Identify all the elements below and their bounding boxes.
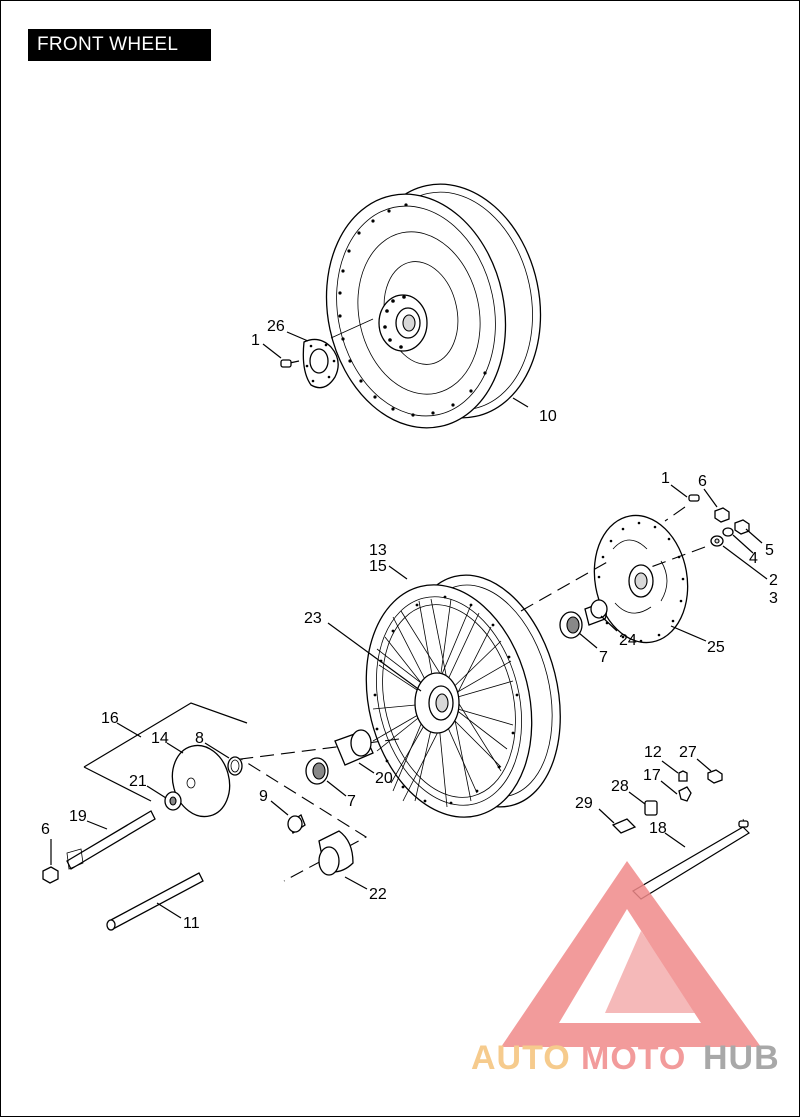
disc-wheel <box>325 183 542 429</box>
watermark-hub: HUB <box>703 1039 780 1077</box>
callout-23: 23 <box>304 610 322 627</box>
callout-10: 10 <box>539 408 557 425</box>
page-title: FRONT WHEEL <box>28 29 211 61</box>
callout-27: 27 <box>679 744 697 761</box>
watermark-moto: MOTO <box>581 1039 686 1077</box>
bolt-and-adapter-plate <box>280 318 374 389</box>
callout-14: 14 <box>151 730 169 747</box>
callout-22: 22 <box>369 886 387 903</box>
callout-3: 3 <box>769 590 778 607</box>
callout-25: 25 <box>707 639 725 656</box>
callout-1-right: 1 <box>661 470 670 487</box>
left-hardware <box>42 729 374 931</box>
callout-13: 13 <box>369 542 387 559</box>
callout-labels: 1 26 10 1 6 5 4 2 3 13 15 23 24 25 7 16 … <box>41 318 778 932</box>
callout-24: 24 <box>619 632 637 649</box>
watermark-auto: AUTO <box>471 1039 571 1077</box>
callout-11: 11 <box>183 915 200 932</box>
callout-6-right: 6 <box>698 473 707 490</box>
callout-19: 19 <box>69 808 87 825</box>
callout-26: 26 <box>267 318 285 335</box>
callout-4: 4 <box>749 550 758 567</box>
callout-1-top: 1 <box>251 332 260 349</box>
callout-12: 12 <box>644 744 662 761</box>
callout-16: 16 <box>101 710 119 727</box>
callout-7-right: 7 <box>599 649 608 666</box>
callout-20: 20 <box>375 770 393 787</box>
assembly-lines <box>83 560 610 882</box>
callout-2: 2 <box>769 572 778 589</box>
rotor-hardware <box>650 494 750 568</box>
callout-8: 8 <box>195 730 204 747</box>
callout-6-left: 6 <box>41 821 50 838</box>
callout-5: 5 <box>765 542 774 559</box>
callout-18: 18 <box>649 820 667 837</box>
callout-21: 21 <box>129 773 147 790</box>
callout-29: 29 <box>575 795 593 812</box>
callout-15: 15 <box>369 558 387 575</box>
leader-lines <box>50 331 768 919</box>
brake-rotor <box>593 514 689 644</box>
spoked-wheel <box>365 574 561 818</box>
callout-17: 17 <box>643 767 661 784</box>
watermark-logo: AUTO MOTO HUB <box>471 861 780 1077</box>
callout-9: 9 <box>259 788 268 805</box>
callout-7-left: 7 <box>347 793 356 810</box>
callout-28: 28 <box>611 778 629 795</box>
right-bearing-spacer <box>559 599 608 639</box>
